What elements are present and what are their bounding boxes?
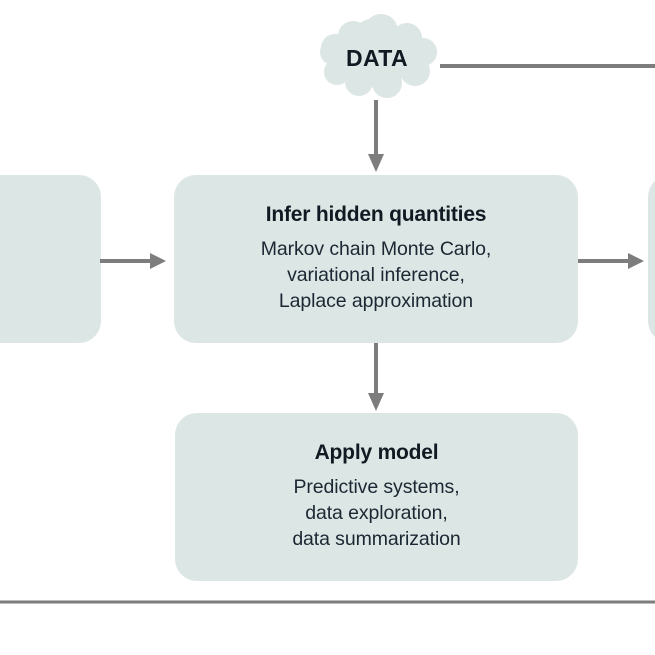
cloud-icon xyxy=(320,14,437,98)
node-criticize-model[interactable]: odels, models, etrics xyxy=(0,175,101,343)
connector-data-to-infer xyxy=(360,100,392,178)
arrow-right-icon xyxy=(100,253,166,269)
data-cloud: DATA xyxy=(311,14,443,100)
node-criticize-body: odels, models, etrics xyxy=(0,220,102,298)
node-infer-hidden-quantities[interactable]: Infer hidden quantities Markov chain Mon… xyxy=(174,175,578,343)
bottom-divider-rule xyxy=(0,598,655,606)
node-apply-title: Apply model xyxy=(314,441,439,465)
data-cloud-label: DATA xyxy=(345,44,409,71)
arrow-down-icon xyxy=(368,100,384,172)
connector-left-to-infer xyxy=(100,252,174,270)
node-infer-title: Infer hidden quantities xyxy=(265,203,487,227)
arrow-down-icon xyxy=(368,343,384,411)
node-right-clipped[interactable] xyxy=(648,175,655,343)
connector-infer-to-right xyxy=(578,252,652,270)
node-apply-model[interactable]: Apply model Predictive systems, data exp… xyxy=(175,413,578,581)
connector-data-to-right-edge xyxy=(440,61,655,71)
node-apply-body: Predictive systems, data exploration, da… xyxy=(292,476,461,550)
arrow-right-icon xyxy=(578,253,644,269)
node-infer-body: Markov chain Monte Carlo, variational in… xyxy=(260,238,492,312)
connector-infer-to-apply xyxy=(360,343,392,417)
